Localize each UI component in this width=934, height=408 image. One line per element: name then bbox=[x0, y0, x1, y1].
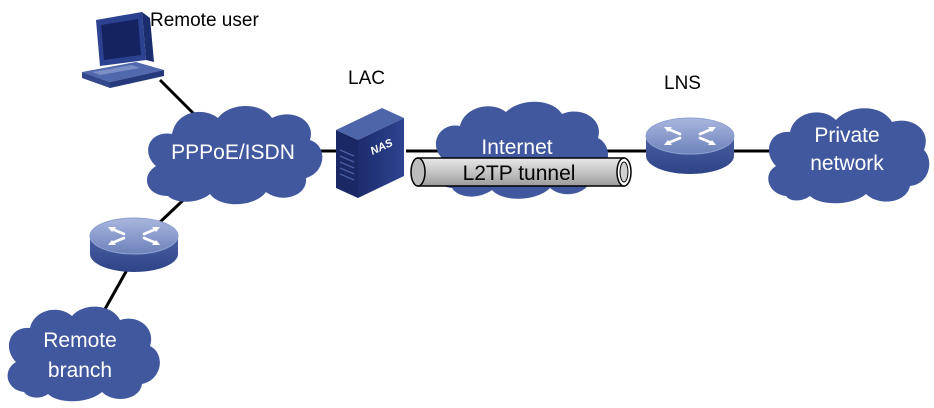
lac-label: LAC bbox=[348, 68, 385, 89]
private-network-label-1: Private bbox=[814, 124, 879, 147]
cloud-icon bbox=[7, 306, 160, 402]
private-network-label-2: network bbox=[810, 152, 884, 175]
internet-label: Internet bbox=[481, 136, 552, 159]
nas-server-icon: NAS bbox=[336, 108, 404, 198]
l2tp-tunnel-label: L2TP tunnel bbox=[463, 162, 576, 185]
remote-user-label: Remote user bbox=[150, 10, 259, 31]
router-icon bbox=[645, 117, 735, 174]
cloud-icon bbox=[146, 106, 323, 205]
cloud-icon bbox=[768, 108, 930, 204]
pppoe-isdn-label: PPPoE/ISDN bbox=[171, 141, 295, 164]
tunnel-pipe-icon bbox=[410, 157, 632, 187]
private-network-cloud bbox=[768, 108, 930, 204]
remote-branch-cloud bbox=[7, 306, 160, 402]
router-icon bbox=[89, 217, 179, 272]
pc-icon bbox=[82, 12, 164, 88]
pppoe-isdn-cloud bbox=[146, 106, 323, 205]
remote-branch-label-2: branch bbox=[48, 359, 112, 382]
remote-branch-label-1: Remote bbox=[43, 329, 117, 352]
lns-label: LNS bbox=[664, 73, 701, 94]
